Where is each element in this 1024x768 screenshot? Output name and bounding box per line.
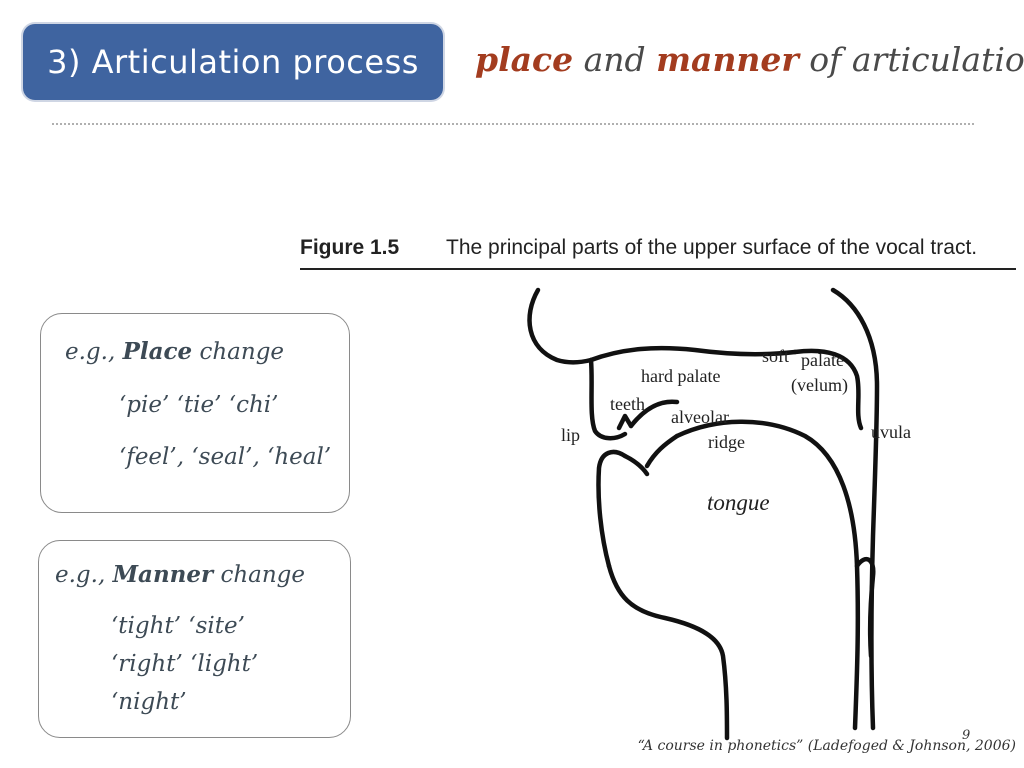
place-example-1: ‘pie’ ‘tie’ ‘chi’: [119, 392, 279, 418]
lower-lip-curl: [622, 453, 650, 477]
title-divider: [52, 123, 974, 125]
label-velum: (velum): [791, 375, 848, 396]
place-card-heading: e.g., Place change: [65, 338, 284, 365]
label-hard-palate: hard palate: [641, 366, 720, 386]
manner-example-1: ‘tight’ ‘site’: [111, 613, 245, 639]
upper-lip-outline: [588, 357, 628, 441]
vocal-tract-diagram: soft palate (velum) hard palate teeth al…: [527, 287, 911, 741]
figure-citation: “A course in phonetics” (Ladefoged & Joh…: [637, 738, 1016, 754]
label-palate: palate: [801, 350, 844, 370]
subtitle-rest: of articulation: [798, 40, 1024, 79]
label-soft: soft: [762, 346, 789, 366]
place-card-prefix: e.g.,: [65, 339, 123, 365]
figure-caption-rule: [300, 268, 1016, 270]
place-example-2: ‘feel’, ‘seal’, ‘heal’: [119, 444, 332, 470]
lower-lip-outline: [596, 449, 628, 569]
manner-card-heading: e.g., Manner change: [55, 561, 305, 588]
manner-example-3: ‘night’: [111, 689, 187, 715]
subtitle-and: and: [573, 40, 657, 79]
label-teeth: teeth: [610, 394, 645, 414]
epiglottis-outline: [854, 556, 876, 659]
figure-number: Figure 1.5: [300, 236, 400, 259]
label-lip: lip: [561, 425, 580, 445]
label-tongue: tongue: [707, 490, 770, 515]
upper-teeth-outline: [616, 413, 634, 431]
subtitle-manner-word: manner: [656, 40, 799, 79]
slide-subtitle: place and manner of articulation: [475, 40, 1024, 79]
jaw-neck-outline: [606, 563, 730, 741]
subtitle-place-word: place: [475, 40, 574, 79]
hard-palate-outline: [588, 345, 798, 363]
place-card-keyword: Place: [122, 338, 193, 365]
soft-palate-outline: [792, 348, 864, 431]
label-alveolar: alveolar: [671, 407, 729, 427]
label-uvula: uvula: [871, 422, 911, 442]
manner-card-prefix: e.g.,: [55, 562, 113, 588]
place-card-suffix: change: [192, 339, 285, 365]
nose-outline: [527, 287, 594, 365]
figure-caption: Figure 1.5 The principal parts of the up…: [300, 236, 1016, 268]
label-ridge: ridge: [708, 432, 745, 452]
manner-change-card: e.g., Manner change ‘tight’ ‘site’ ‘righ…: [38, 540, 351, 738]
figure-description: The principal parts of the upper surface…: [446, 236, 978, 259]
manner-card-suffix: change: [213, 562, 306, 588]
manner-card-keyword: Manner: [112, 561, 214, 588]
page-number: 9: [962, 728, 971, 743]
place-change-card: e.g., Place change ‘pie’ ‘tie’ ‘chi’ ‘fe…: [40, 313, 350, 513]
slide-title-box: 3) Articulation process: [23, 24, 443, 100]
manner-example-2: ‘right’ ‘light’: [111, 651, 259, 677]
alveolar-ridge-outline: [628, 399, 680, 429]
tongue-surface-outline: [674, 419, 861, 731]
tongue-tip-outline: [644, 433, 680, 469]
slide-title: 3) Articulation process: [47, 43, 419, 81]
